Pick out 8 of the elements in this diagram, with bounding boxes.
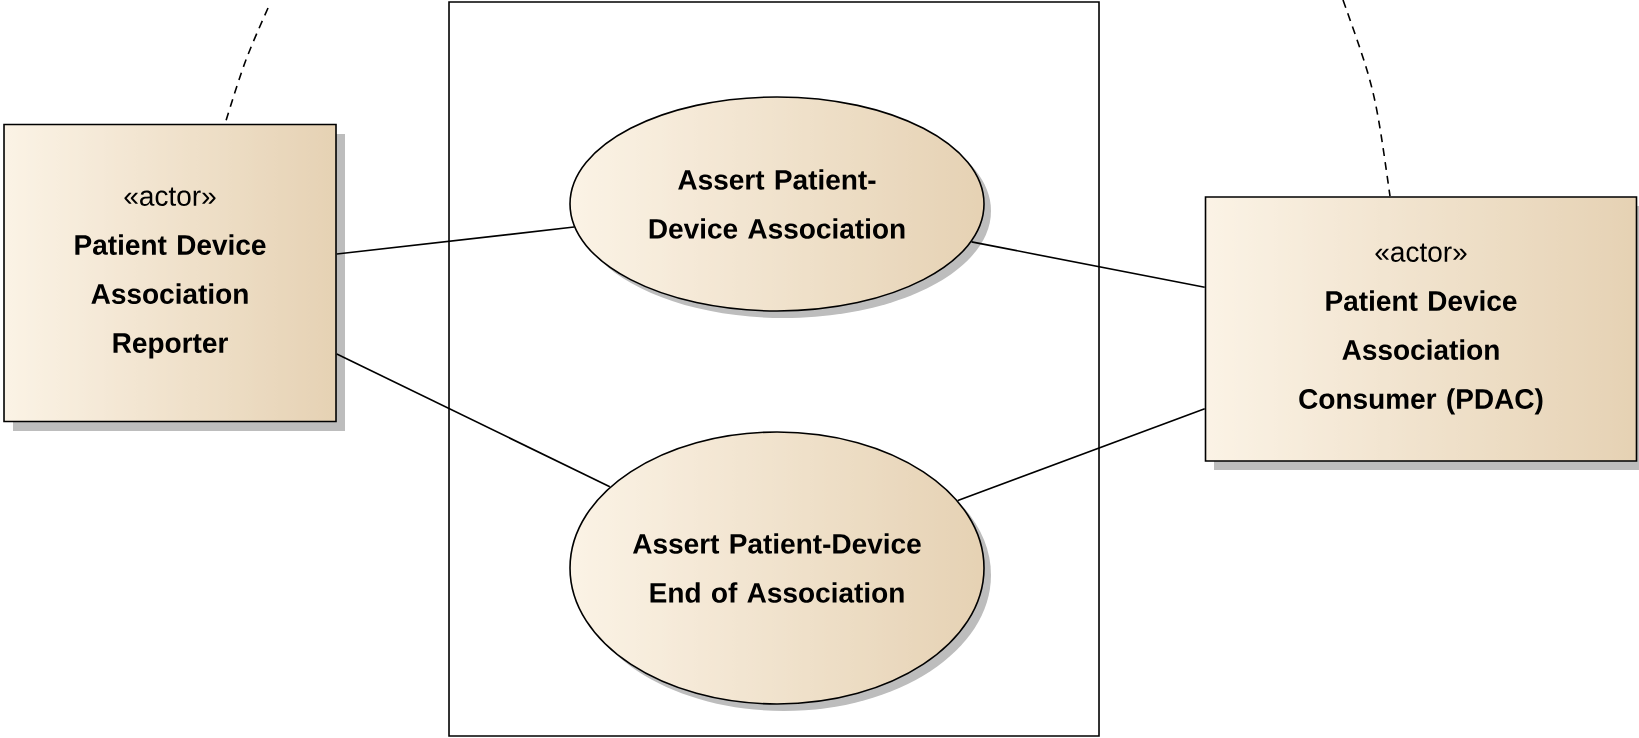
association-line: [1342, 0, 1391, 197]
association-line: [970, 241, 1206, 289]
system-boundary: [448, 1, 1100, 737]
actor-box: «actor» Patient Device Association Reporter: [3, 123, 345, 431]
association-line: [957, 407, 1206, 502]
actor-box: «actor» Patient Device Association Consumer (PDAC): [1204, 196, 1639, 470]
association-line: [336, 353, 611, 488]
association-line: [336, 226, 575, 255]
